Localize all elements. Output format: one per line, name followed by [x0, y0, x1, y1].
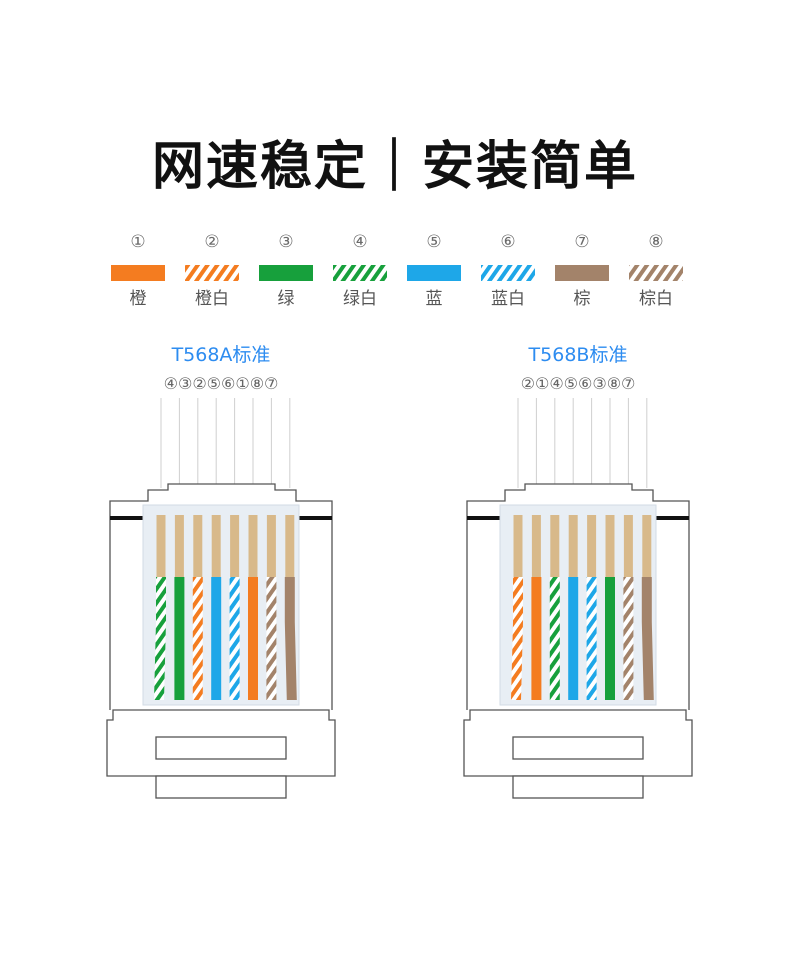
gold-contact [550, 515, 560, 577]
pin-order-label: ②①④⑤⑥③⑧⑦ [521, 374, 636, 393]
striped-wire [266, 577, 277, 700]
legend-item: ⑧ 棕白 [629, 232, 683, 309]
legend-number: ① [130, 232, 145, 252]
legend-item: ⑤蓝 [407, 232, 461, 309]
legend-number: ⑦ [574, 232, 589, 252]
gold-contact [285, 515, 295, 577]
gold-contact [568, 515, 578, 577]
pin-order-label: ④③②⑤⑥①⑧⑦ [164, 374, 279, 393]
legend-number: ② [204, 232, 219, 252]
gold-contact [605, 515, 615, 577]
standard-title: T568B标准 [528, 344, 628, 366]
legend-item: ⑦棕 [555, 232, 609, 309]
gold-contact [587, 515, 597, 577]
legend-label: 绿白 [343, 289, 377, 309]
gold-contact [211, 515, 221, 577]
legend-item: ①橙 [111, 232, 165, 309]
cable-stub [512, 775, 644, 799]
striped-wire [549, 577, 560, 700]
striped-color-swatch [185, 265, 239, 281]
striped-wire [154, 577, 166, 700]
plug-t568b: T568B标准 ②①④⑤⑥③⑧⑦ [463, 344, 693, 799]
cable-stub [155, 775, 287, 799]
gold-contact [230, 515, 240, 577]
boot-window [512, 736, 644, 760]
color-swatch [555, 265, 609, 281]
gold-contact [531, 515, 541, 577]
gold-contact [156, 515, 166, 577]
gold-contact [266, 515, 276, 577]
color-swatch [259, 265, 313, 281]
gold-contact [513, 515, 523, 577]
legend-label: 棕 [574, 289, 591, 309]
plug-t568a: T568A标准 ④③②⑤⑥①⑧⑦ [106, 344, 336, 799]
color-swatch [111, 265, 165, 281]
solid-wire [211, 577, 222, 700]
solid-wire [605, 577, 615, 700]
legend-label: 蓝 [426, 289, 443, 309]
legend-number: ④ [352, 232, 367, 252]
gold-contact [642, 515, 652, 577]
legend-number: ③ [278, 232, 293, 252]
legend-label: 棕白 [639, 289, 673, 309]
striped-wire [229, 577, 240, 700]
striped-wire [192, 577, 203, 700]
legend-label: 橙白 [195, 289, 229, 309]
gold-contact [174, 515, 184, 577]
solid-wire [568, 577, 579, 700]
solid-wire [284, 577, 297, 700]
boot-window [155, 736, 287, 760]
solid-wire [174, 577, 185, 700]
striped-color-swatch [481, 265, 535, 281]
headline: 网速稳定｜安装简单 [151, 137, 638, 197]
legend-label: 橙 [130, 289, 147, 309]
color-swatch [407, 265, 461, 281]
gold-contact [623, 515, 633, 577]
standard-title: T568A标准 [171, 344, 271, 366]
legend-number: ⑤ [426, 232, 441, 252]
gold-contact [248, 515, 258, 577]
solid-wire [641, 577, 654, 700]
striped-wire [623, 577, 634, 700]
striped-color-swatch [333, 265, 387, 281]
legend-label: 绿 [278, 289, 295, 309]
striped-color-swatch [629, 265, 683, 281]
legend-item: ② 橙白 [185, 232, 239, 309]
legend-number: ⑥ [500, 232, 515, 252]
solid-wire [248, 577, 258, 700]
striped-wire [511, 577, 523, 700]
legend-item: ⑥ 蓝白 [481, 232, 535, 309]
legend-item: ③绿 [259, 232, 313, 309]
gold-contact [193, 515, 203, 577]
legend-item: ④ 绿白 [333, 232, 387, 309]
legend-label: 蓝白 [491, 289, 525, 309]
solid-wire [531, 577, 542, 700]
striped-wire [586, 577, 597, 700]
legend-number: ⑧ [648, 232, 663, 252]
